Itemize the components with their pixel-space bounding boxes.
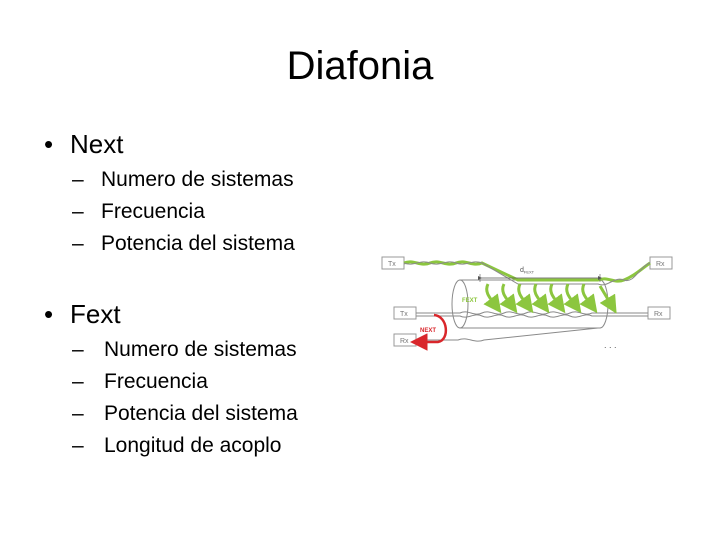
fext-arrow — [598, 285, 617, 314]
diagram-ellipsis: . . . — [604, 340, 617, 350]
dash: – — [72, 200, 84, 223]
d-fext-letter: d — [520, 267, 524, 274]
fext-item-text: Numero de sistemas — [104, 338, 297, 361]
dash: – — [72, 232, 84, 255]
slide-title: Diafonia — [286, 44, 434, 88]
fext-arrow — [531, 283, 550, 314]
cable-end — [451, 279, 469, 329]
fext-arrow — [579, 283, 598, 314]
bullet-next: • Next — [44, 128, 123, 160]
dash: – — [72, 338, 84, 361]
crosstalk-diagram: Tx Rx Tx Rx Rx dFEXT FEXT NEXT . . . — [381, 256, 673, 351]
dash: – — [72, 402, 84, 425]
top-pair-gray — [403, 261, 651, 286]
top-pair-green — [403, 260, 651, 283]
next-label: NEXT — [420, 328, 436, 334]
middle-pair — [416, 311, 648, 315]
fext-arrow — [515, 283, 534, 314]
next-item-text: Potencia del sistema — [101, 232, 295, 255]
bullet-dot: • — [44, 299, 54, 329]
middle-pair-b — [416, 314, 648, 318]
bottom-pair — [416, 327, 599, 342]
fext-arrow — [547, 283, 566, 314]
rx-bottom-label: Rx — [400, 338, 409, 345]
fext-item-text: Potencia del sistema — [104, 402, 298, 425]
dash: – — [72, 434, 84, 457]
fext-arrow — [483, 283, 502, 314]
bullet-dot: • — [44, 129, 54, 159]
tx-top-label: Tx — [388, 261, 396, 268]
next-item-text: Numero de sistemas — [101, 168, 294, 191]
fext-item-text: Frecuencia — [104, 370, 208, 393]
fext-arrow — [499, 283, 518, 314]
bullet-fext: • Fext — [44, 298, 121, 330]
bullet-heading-fext: Fext — [70, 299, 121, 329]
fext-arrow — [563, 283, 582, 314]
fext-item-text: Longitud de acoplo — [104, 434, 282, 457]
fext-label: FEXT — [462, 298, 478, 304]
d-fext-label: dFEXT — [520, 267, 535, 275]
next-arrow — [410, 313, 447, 351]
next-item-text: Frecuencia — [101, 200, 205, 223]
dash: – — [72, 168, 84, 191]
d-fext-sub: FEXT — [524, 270, 535, 275]
tx-mid-label: Tx — [400, 311, 408, 318]
rx-top-label: Rx — [656, 261, 665, 268]
fext-arrows — [483, 283, 617, 314]
rx-mid-label: Rx — [654, 311, 663, 318]
bullet-heading-next: Next — [70, 129, 124, 159]
dash: – — [72, 370, 84, 393]
